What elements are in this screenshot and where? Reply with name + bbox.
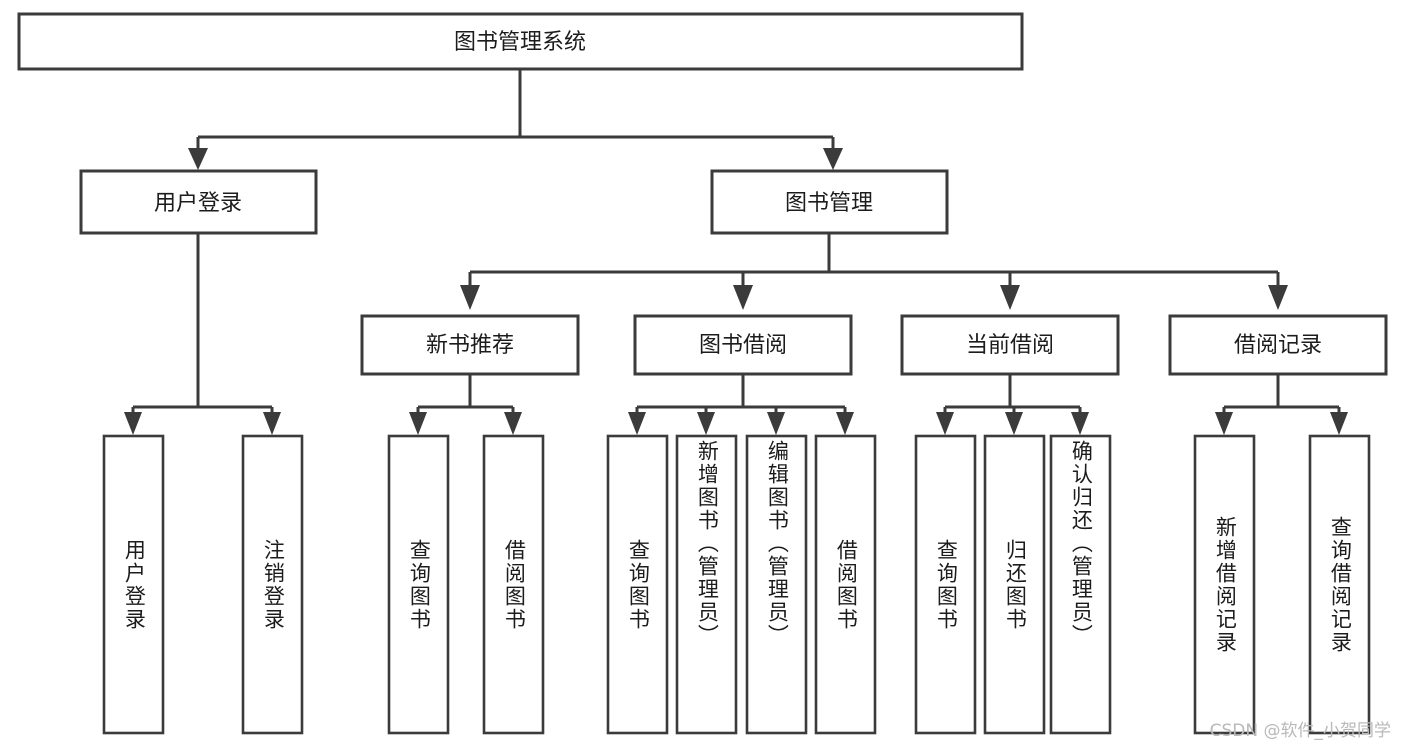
connector-new-book-to-leaves bbox=[409, 374, 522, 435]
arrow-icon-current bbox=[1000, 285, 1020, 310]
new-book-recommend-label: 新书推荐 bbox=[426, 333, 514, 358]
arrow-icon-nb-1 bbox=[409, 412, 427, 435]
arrow-icon-user-login bbox=[188, 148, 208, 170]
connector-book-borrow-to-leaves bbox=[628, 374, 854, 435]
node-book-borrow[interactable]: 图书借阅 bbox=[633, 314, 853, 376]
new-book-recommend-box[interactable] bbox=[360, 314, 580, 376]
user-login-label: 用户登录 bbox=[154, 191, 242, 216]
node-book-management[interactable]: 图书管理 bbox=[710, 169, 949, 235]
leaf-box-edit-book[interactable] bbox=[745, 434, 808, 735]
current-borrow-box[interactable] bbox=[900, 314, 1120, 376]
connector-root-to-level2 bbox=[188, 69, 843, 170]
arrow-icon-bb-1 bbox=[628, 412, 646, 435]
arrow-icon-br-1 bbox=[1215, 412, 1233, 435]
book-borrow-box[interactable] bbox=[633, 314, 853, 376]
arrow-icon-records bbox=[1268, 285, 1288, 310]
book-management-box[interactable] bbox=[710, 169, 949, 235]
arrow-icon-cb-1 bbox=[936, 412, 954, 435]
connector-current-borrow-to-leaves bbox=[936, 374, 1089, 435]
arrow-icon-bb-3 bbox=[767, 412, 785, 435]
borrow-records-box[interactable] bbox=[1168, 314, 1388, 376]
node-current-borrow[interactable]: 当前借阅 bbox=[900, 314, 1120, 376]
leaf-box-query-book-2[interactable] bbox=[606, 434, 669, 735]
node-user-login[interactable]: 用户登录 bbox=[79, 169, 318, 235]
connector-borrow-records-to-leaves bbox=[1215, 374, 1348, 435]
arrow-icon-leaf-user-login bbox=[124, 412, 142, 435]
arrow-icon-bb-4 bbox=[836, 412, 854, 435]
node-root[interactable]: 图书管理系统 bbox=[17, 12, 1024, 71]
current-borrow-label: 当前借阅 bbox=[966, 333, 1054, 358]
root-label: 图书管理系统 bbox=[454, 30, 586, 55]
arrow-icon-br-2 bbox=[1330, 412, 1348, 435]
leaf-box-query-book-1[interactable] bbox=[387, 434, 450, 735]
arrow-icon-nb-2 bbox=[504, 412, 522, 435]
arrow-icon-new-book bbox=[460, 285, 480, 310]
leaf-boxes bbox=[102, 434, 1371, 735]
connector-book-management-to-level3 bbox=[460, 233, 1288, 310]
leaf-box-logout[interactable] bbox=[241, 434, 304, 735]
leaf-box-confirm-return[interactable] bbox=[1049, 434, 1112, 735]
root-box[interactable] bbox=[17, 12, 1024, 71]
book-borrow-label: 图书借阅 bbox=[699, 333, 787, 358]
node-borrow-records[interactable]: 借阅记录 bbox=[1168, 314, 1388, 376]
leaf-box-return-book[interactable] bbox=[983, 434, 1046, 735]
arrow-icon-borrow bbox=[733, 285, 753, 310]
arrow-icon-leaf-logout bbox=[263, 412, 281, 435]
arrow-icon-cb-3 bbox=[1071, 412, 1089, 435]
arrow-icon-bb-2 bbox=[697, 412, 715, 435]
watermark-text: CSDN @软件_小贺同学 bbox=[1209, 721, 1391, 741]
arrow-icon-cb-2 bbox=[1005, 412, 1023, 435]
leaf-box-borrow-book-1[interactable] bbox=[482, 434, 545, 735]
leaf-box-query-record[interactable] bbox=[1308, 434, 1371, 735]
leaf-box-add-book[interactable] bbox=[675, 434, 738, 735]
leaf-box-query-book-3[interactable] bbox=[914, 434, 977, 735]
leaf-box-user-login[interactable] bbox=[102, 434, 165, 735]
leaf-box-add-record[interactable] bbox=[1193, 434, 1256, 735]
arrow-icon-book-mgmt bbox=[823, 148, 843, 170]
borrow-records-label: 借阅记录 bbox=[1234, 333, 1322, 358]
connector-user-login-to-leaves bbox=[124, 233, 281, 435]
node-new-book-recommend[interactable]: 新书推荐 bbox=[360, 314, 580, 376]
book-management-label: 图书管理 bbox=[785, 191, 873, 216]
leaf-box-borrow-book-2[interactable] bbox=[814, 434, 877, 735]
